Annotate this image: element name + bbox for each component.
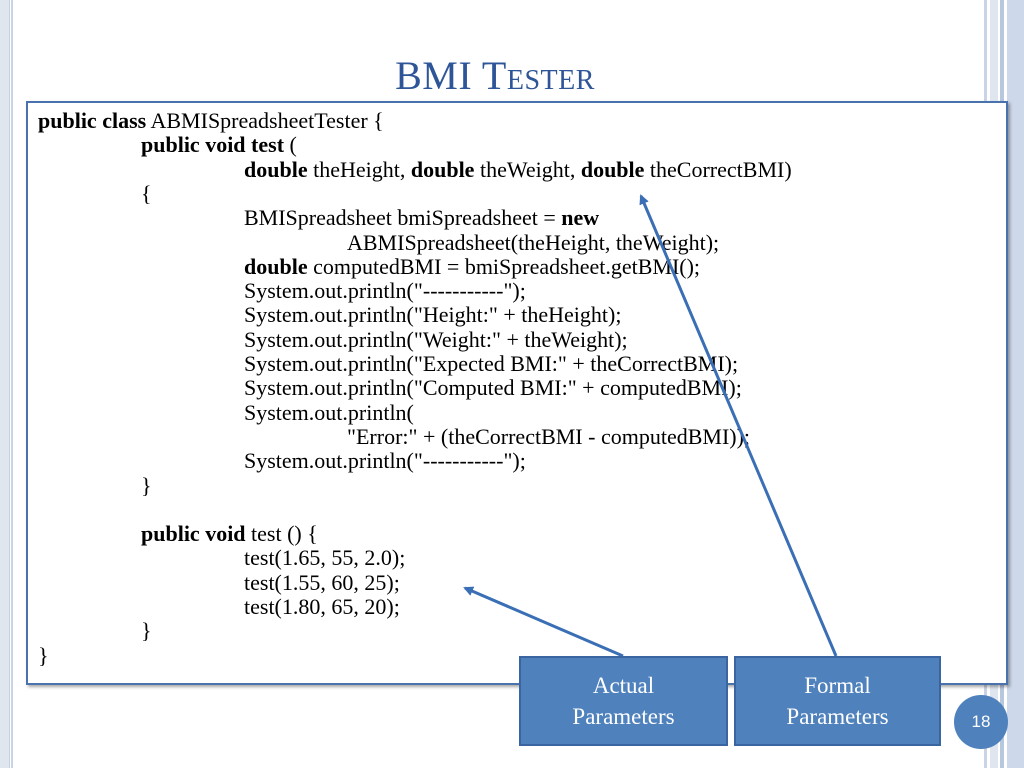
code-text: System.out.println("Height:" + theHeight…	[244, 302, 622, 327]
code-text: computedBMI = bmiSpreadsheet.getBMI();	[307, 254, 701, 279]
code-text: ABMISpreadsheet(theHeight, theWeight);	[347, 230, 720, 255]
slide-title: BMI Tester	[395, 53, 595, 98]
code-line: System.out.println("Expected BMI:" + the…	[244, 352, 738, 376]
code-line: "Error:" + (theCorrectBMI - computedBMI)…	[347, 425, 750, 449]
code-text: BMISpreadsheet bmiSpreadsheet =	[244, 205, 562, 230]
code-line: test(1.65, 55, 2.0);	[244, 546, 405, 570]
code-text: ABMISpreadsheetTester {	[146, 108, 384, 133]
code-text: theCorrectBMI)	[644, 157, 792, 182]
actual-parameters-arrow	[463, 586, 624, 658]
code-text: test(1.80, 65, 20);	[244, 594, 400, 619]
code-text: System.out.println("Computed BMI:" + com…	[244, 375, 742, 400]
code-text: theHeight,	[307, 157, 411, 182]
code-line: System.out.println("Height:" + theHeight…	[244, 303, 621, 327]
code-text: System.out.println(	[244, 400, 414, 425]
code-line: System.out.println("Weight:" + theWeight…	[244, 328, 628, 352]
code-line: test(1.55, 60, 25);	[244, 571, 400, 595]
left-decorative-line	[11, 0, 13, 768]
code-line: }	[38, 644, 49, 668]
code-text: (	[284, 132, 297, 157]
code-keyword: public void test	[141, 132, 285, 157]
formal-parameters-arrow	[639, 194, 838, 657]
formal-callout-line2: Parameters	[786, 704, 889, 729]
code-line: BMISpreadsheet bmiSpreadsheet = new	[244, 206, 599, 230]
code-keyword: double	[244, 254, 308, 279]
code-line: double theHeight, double theWeight, doub…	[244, 158, 792, 182]
code-text: System.out.println("Expected BMI:" + the…	[244, 351, 739, 376]
code-keyword: new	[561, 205, 600, 230]
code-line: ABMISpreadsheet(theHeight, theWeight);	[347, 231, 719, 255]
code-line: test(1.80, 65, 20);	[244, 595, 400, 619]
code-keyword: double	[244, 157, 308, 182]
code-line: {	[141, 182, 152, 206]
code-text: }	[38, 643, 49, 668]
code-text: theWeight,	[474, 157, 581, 182]
code-keyword: public class	[38, 108, 147, 133]
code-text: test () {	[245, 521, 318, 546]
actual-parameters-callout: Actual Parameters	[519, 656, 728, 746]
code-text: System.out.println("-----------");	[244, 278, 526, 303]
code-line: public class ABMISpreadsheetTester {	[38, 109, 384, 133]
code-panel: public class ABMISpreadsheetTester {publ…	[26, 101, 1008, 685]
formal-callout-line1: Formal	[804, 673, 871, 698]
left-decorative-frame	[0, 0, 10, 768]
code-line: double computedBMI = bmiSpreadsheet.getB…	[244, 255, 700, 279]
actual-callout-line2: Parameters	[572, 704, 675, 729]
code-text: }	[141, 618, 152, 643]
code-keyword: double	[410, 157, 475, 182]
code-line: System.out.println("-----------");	[244, 279, 526, 303]
code-line: }	[141, 474, 152, 498]
code-text: System.out.println("-----------");	[244, 448, 526, 473]
code-text: test(1.55, 60, 25);	[244, 570, 400, 595]
code-line: System.out.println(	[244, 401, 414, 425]
code-line: System.out.println("-----------");	[244, 449, 526, 473]
code-keyword: double	[580, 157, 645, 182]
formal-parameters-callout: Formal Parameters	[734, 656, 941, 746]
page-number-badge: 18	[954, 695, 1008, 749]
code-line: public void test () {	[141, 522, 318, 546]
actual-callout-line1: Actual	[592, 673, 655, 698]
code-line: public void test (	[141, 133, 297, 157]
code-line: System.out.println("Computed BMI:" + com…	[244, 376, 742, 400]
code-line: }	[141, 619, 152, 643]
code-text: }	[141, 473, 152, 498]
code-text: {	[141, 181, 152, 206]
code-text: "Error:" + (theCorrectBMI - computedBMI)…	[347, 424, 751, 449]
code-keyword: public void	[141, 521, 246, 546]
code-text: test(1.65, 55, 2.0);	[244, 545, 406, 570]
code-text: System.out.println("Weight:" + theWeight…	[244, 327, 628, 352]
